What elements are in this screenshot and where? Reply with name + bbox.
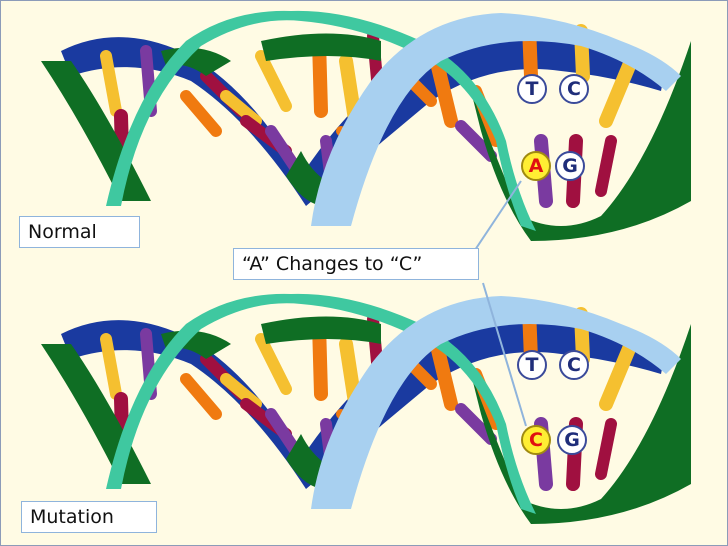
normal-base-g: G [555, 151, 585, 181]
change-callout-label: “A” Changes to “C” [233, 248, 479, 280]
normal-base-c: C [559, 74, 589, 104]
mutation-base-t: T [517, 350, 547, 380]
normal-helix [41, 11, 691, 241]
mutation-base-c-highlight: C [521, 425, 551, 455]
normal-label: Normal [19, 216, 140, 248]
normal-base-a-highlight: A [521, 151, 551, 181]
callout-line-normal [470, 180, 522, 257]
mutation-helix [41, 294, 691, 524]
callout-line-mutation [482, 282, 527, 427]
mutation-base-g: G [557, 425, 587, 455]
mutation-label: Mutation [21, 501, 157, 533]
normal-base-t: T [517, 74, 547, 104]
mutation-base-c: C [559, 350, 589, 380]
